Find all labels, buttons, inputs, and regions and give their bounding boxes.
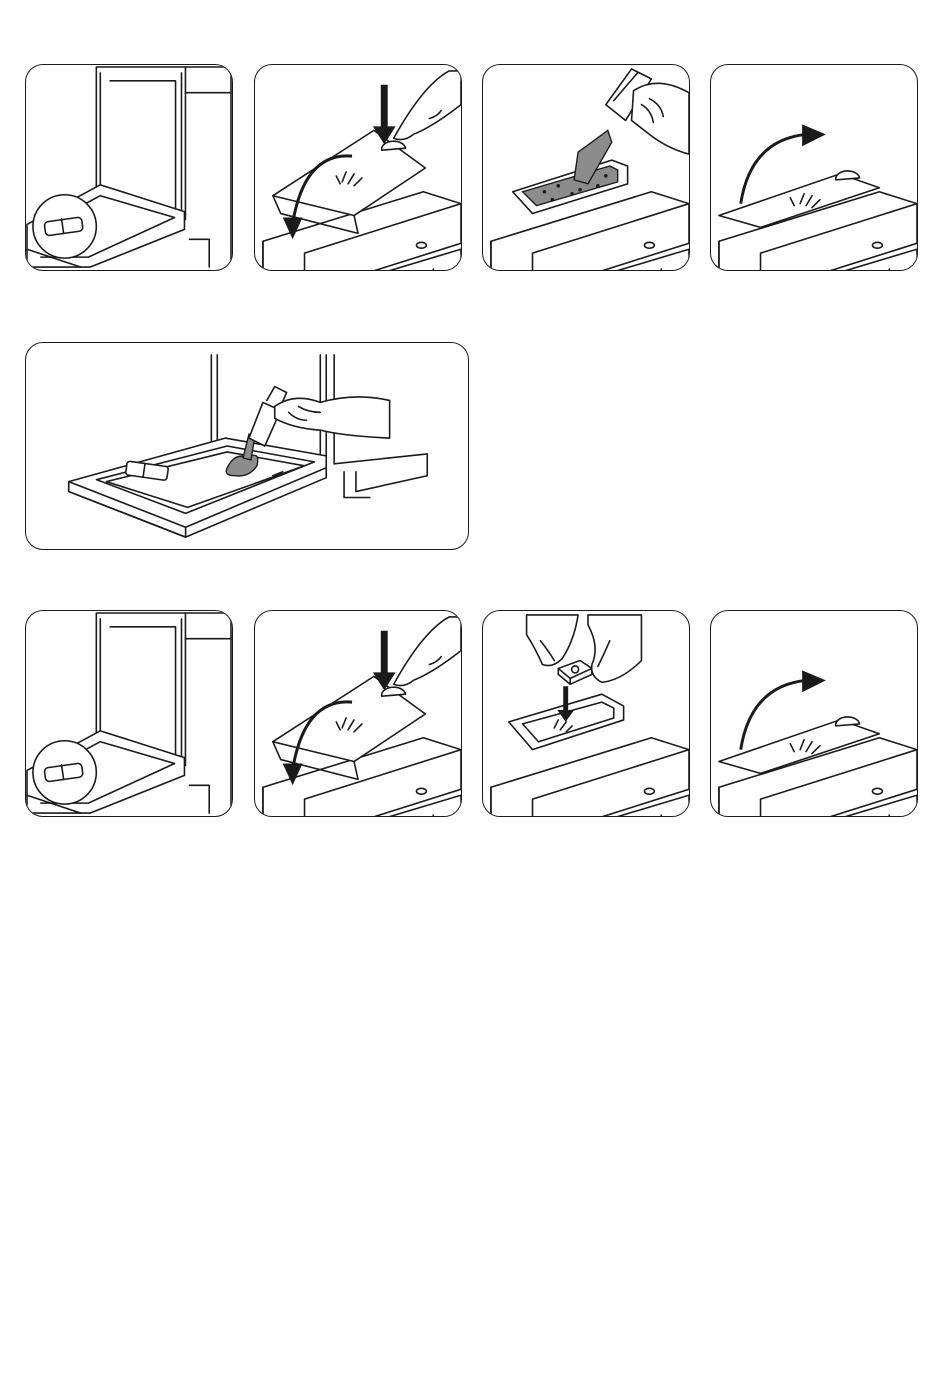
close-lid-illustration-2 xyxy=(711,611,917,816)
panel-pour-detergent-on-door xyxy=(25,342,469,550)
press-lid-illustration-2 xyxy=(255,611,461,816)
panel-close-lid xyxy=(710,64,918,271)
insert-tablet-illustration xyxy=(483,611,689,816)
panel-press-lid-release-2 xyxy=(254,610,462,817)
panel-press-lid-release xyxy=(254,64,462,271)
panel-open-door xyxy=(25,64,233,271)
close-lid-illustration xyxy=(711,65,917,270)
pour-powder-illustration xyxy=(483,65,689,270)
press-lid-illustration xyxy=(255,65,461,270)
panel-pour-powder xyxy=(482,64,690,271)
panel-close-lid-2 xyxy=(710,610,918,817)
open-door-illustration-2 xyxy=(26,611,232,816)
panel-insert-tablet xyxy=(482,610,690,817)
panel-open-door-2 xyxy=(25,610,233,817)
open-door-illustration xyxy=(26,65,232,270)
pour-on-door-illustration xyxy=(26,343,468,549)
